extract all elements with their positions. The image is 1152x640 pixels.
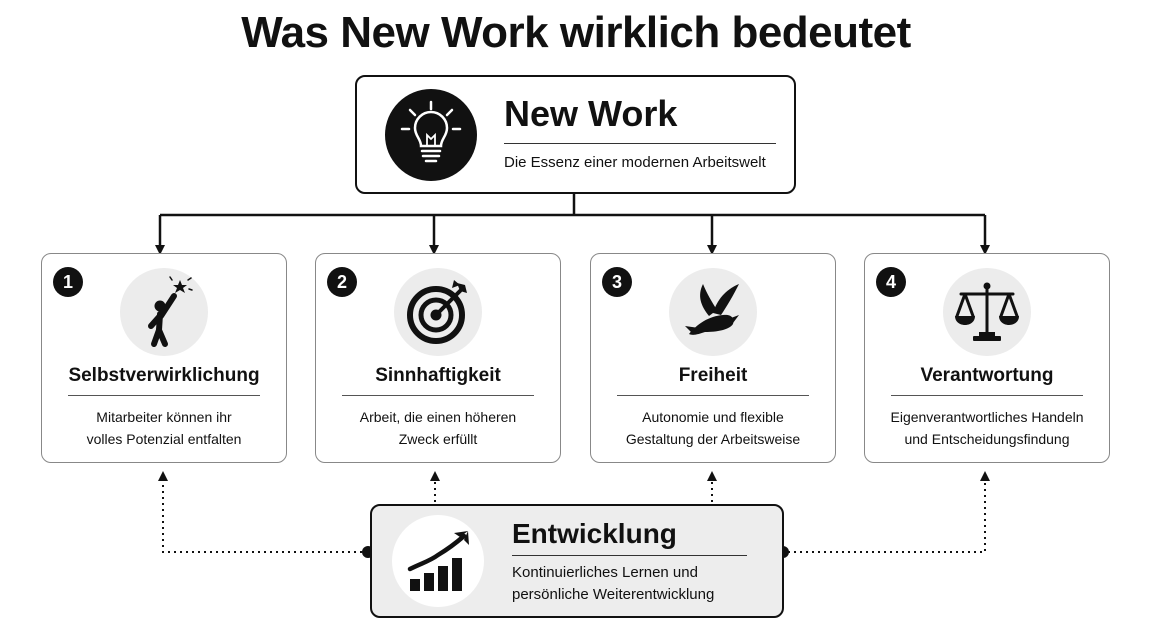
pillar-description-line: Eigenverantwortliches Handeln (890, 409, 1084, 425)
pillar-description-line: Autonomie und flexible (642, 409, 784, 425)
pillar-divider (891, 395, 1083, 396)
pillar-title: Sinnhaftigkeit (375, 365, 501, 386)
pillar-number: 1 (53, 267, 83, 297)
bottom-connector (158, 471, 990, 553)
lightbulb-icon (385, 89, 477, 181)
pillar-description: Arbeit, die einen höheren Zweck erfüllt (326, 406, 550, 450)
pillar-description-line: und Entscheidungsfindung (904, 431, 1070, 447)
new-work-subtitle: Die Essenz einer modernen Arbeitswelt (504, 154, 766, 171)
entwicklung-box: Entwicklung Kontinuierliches Lernen und … (370, 504, 784, 618)
pillar-number: 4 (876, 267, 906, 297)
page-title: Was New Work wirklich bedeutet (241, 8, 911, 57)
pillar-card-freiheit: 3 Freiheit Autonomie und flexible Gestal… (590, 253, 836, 463)
pillar-description: Mitarbeiter können ihr volles Potenzial … (52, 406, 276, 450)
new-work-title: New Work (504, 93, 678, 134)
pillar-divider (342, 395, 534, 396)
entwicklung-title: Entwicklung (512, 518, 677, 549)
new-work-box: New Work Die Essenz einer modernen Arbei… (355, 75, 796, 194)
bird-icon (669, 268, 757, 356)
target-arrow-icon (394, 268, 482, 356)
pillar-title: Selbstverwirklichung (68, 365, 260, 386)
pillar-description-line: volles Potenzial entfalten (86, 431, 242, 447)
entwicklung-description-line: persönliche Weiterentwicklung (512, 586, 715, 603)
scales-icon (943, 268, 1031, 356)
pillar-description: Autonomie und flexible Gestaltung der Ar… (601, 406, 825, 450)
pillar-divider (617, 395, 809, 396)
entwicklung-divider (512, 555, 747, 556)
pillar-description: Eigenverantwortliches Handeln und Entsch… (875, 406, 1099, 450)
pillar-description-line: Arbeit, die einen höheren (359, 409, 517, 425)
person-reaching-star-icon (120, 268, 208, 356)
pillar-divider (68, 395, 260, 396)
pillar-number: 3 (602, 267, 632, 297)
pillar-card-selbstverwirklichung: 1 Selbstverwirklichung Mitarbeiter könne (41, 253, 287, 463)
pillar-title: Freiheit (678, 365, 748, 386)
pillar-card-verantwortung: 4 Verantwortung Eigenverantwortliches Ha… (864, 253, 1110, 463)
pillar-description-line: Zweck erfüllt (398, 431, 478, 447)
new-work-divider (504, 143, 776, 144)
entwicklung-description-line: Kontinuierliches Lernen und (512, 564, 698, 581)
pillar-description-line: Gestaltung der Arbeitsweise (625, 431, 801, 447)
pillar-title: Verantwortung (920, 365, 1054, 386)
pillar-number: 2 (327, 267, 357, 297)
top-connector (155, 192, 990, 255)
pillar-card-sinnhaftigkeit: 2 Sinnhaftigkeit Arbeit, die einen höher… (315, 253, 561, 463)
entwicklung-description: Kontinuierliches Lernen und persönliche … (512, 562, 714, 606)
pillar-description-line: Mitarbeiter können ihr (96, 409, 232, 425)
growth-chart-icon (392, 515, 484, 607)
